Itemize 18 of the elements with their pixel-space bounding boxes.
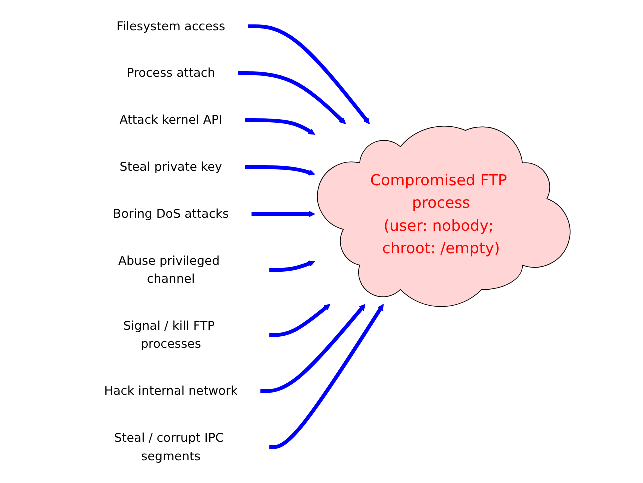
node-text: Signal / kill FTP processes [123,318,215,352]
arrow [245,165,316,176]
arrow [245,118,316,135]
node-text: Steal / corrupt IPC segments [114,430,224,464]
arrow [252,210,316,218]
node-text: Filesystem access [116,18,226,34]
node-text: Hack internal network [104,384,238,398]
arrow [270,260,316,272]
node-text: Process attach [126,66,216,80]
node-text: Boring DoS attacks [113,206,230,222]
node-text: Attack kernel API [120,112,223,128]
arrow [260,304,366,394]
arrow [238,72,346,124]
arrow [248,24,370,124]
node-text: Steal private key [120,160,222,174]
arrow [270,304,384,450]
arrow [270,304,331,338]
node-text: Abuse privileged channel [118,254,220,286]
